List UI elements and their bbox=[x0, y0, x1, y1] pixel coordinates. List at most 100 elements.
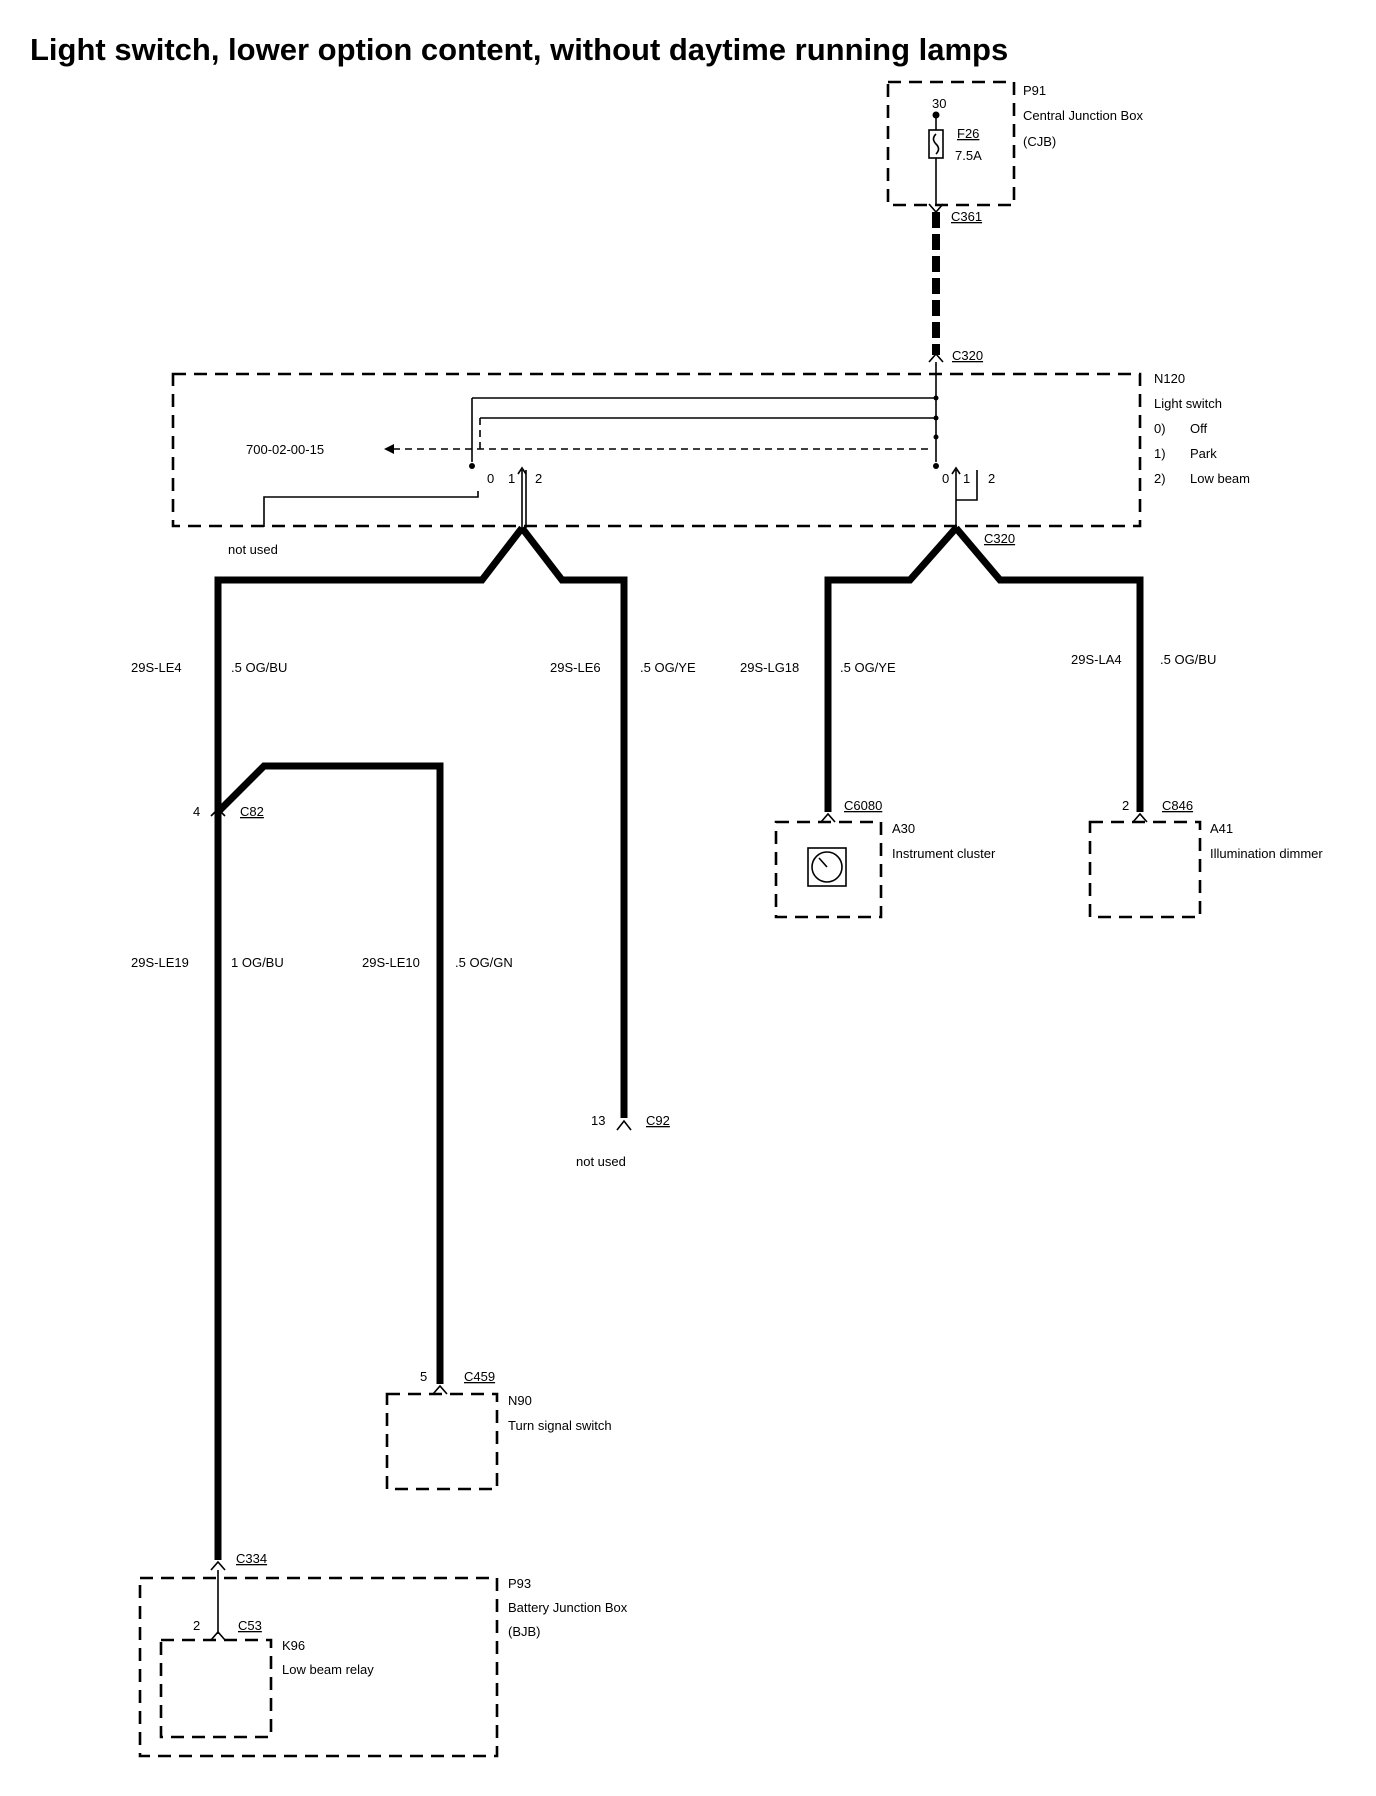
position-2-label: Low beam bbox=[1190, 471, 1250, 486]
right-contact-1-arrow-icon bbox=[951, 466, 961, 475]
switch-junction-2 bbox=[933, 415, 939, 421]
wire-le6-spec: .5 OG/YE bbox=[640, 660, 696, 675]
a41-id: A41 bbox=[1210, 821, 1233, 836]
a30-id: A30 bbox=[892, 821, 915, 836]
switch-junction-3 bbox=[933, 434, 939, 440]
position-0-label: Off bbox=[1190, 421, 1207, 436]
n90-name: Turn signal switch bbox=[508, 1418, 612, 1433]
harness-wires bbox=[214, 525, 1144, 1560]
c53-pin: 2 bbox=[193, 1618, 200, 1633]
c92-pin-icon bbox=[616, 1119, 632, 1131]
c82-connector-label: C82 bbox=[240, 804, 264, 819]
gauge-frame-icon bbox=[807, 847, 847, 887]
cjb-id: P91 bbox=[1023, 83, 1046, 98]
fuse-id: F26 bbox=[957, 126, 979, 141]
reference-label: 700-02-00-15 bbox=[246, 442, 324, 457]
light-switch-id: N120 bbox=[1154, 371, 1185, 386]
reference-arrow-head-icon bbox=[384, 444, 394, 454]
wire-le19-spec: 1 OG/BU bbox=[231, 955, 284, 970]
n90-id: N90 bbox=[508, 1393, 532, 1408]
wire-lg18-circuit: 29S-LG18 bbox=[740, 660, 799, 675]
right-contact-0-node bbox=[933, 463, 939, 469]
a41-name: Illumination dimmer bbox=[1210, 846, 1323, 861]
turn-signal-switch: 5 C459 N90 Turn signal switch bbox=[385, 1369, 612, 1491]
wire-29s-le10 bbox=[215, 762, 444, 1384]
not-used-lead bbox=[263, 491, 479, 527]
c320-top-connector-label: C320 bbox=[952, 348, 983, 363]
gauge-needle-icon bbox=[818, 857, 828, 868]
relay-id: K96 bbox=[282, 1638, 305, 1653]
battery-junction-box: C334 P93 Battery Junction Box (BJB) 2 C5… bbox=[138, 1551, 628, 1758]
c334-pin-icon bbox=[210, 1560, 226, 1571]
bjb-box bbox=[138, 1576, 499, 1758]
position-2-num: 2) bbox=[1154, 471, 1166, 486]
not-used-label: not used bbox=[228, 542, 278, 557]
a41-box bbox=[1088, 820, 1202, 919]
c459-pin-icon bbox=[432, 1384, 448, 1395]
bjb-name: Battery Junction Box bbox=[508, 1600, 628, 1615]
c459-connector-label: C459 bbox=[464, 1369, 495, 1384]
light-switch-name: Light switch bbox=[1154, 396, 1222, 411]
n90-box bbox=[385, 1392, 499, 1491]
c334-connector-label: C334 bbox=[236, 1551, 267, 1566]
illumination-dimmer: 2 C846 A41 Illumination dimmer bbox=[1088, 798, 1323, 919]
a30-name: Instrument cluster bbox=[892, 846, 996, 861]
a30-box bbox=[774, 820, 883, 919]
c459-pin: 5 bbox=[420, 1369, 427, 1384]
c53-connector-label: C53 bbox=[238, 1618, 262, 1633]
c92-note: not used bbox=[576, 1154, 626, 1169]
relay-name: Low beam relay bbox=[282, 1662, 374, 1677]
wire-29s-le4 bbox=[214, 525, 525, 812]
light-switch: N120 Light switch 0) Off 1) Park 2) Low … bbox=[171, 362, 1250, 557]
right-contact-1: 1 bbox=[963, 471, 970, 486]
switch-junction-1 bbox=[933, 395, 939, 401]
right-contact-2-bridge bbox=[956, 470, 978, 501]
wire-le10-circuit: 29S-LE10 bbox=[362, 955, 420, 970]
c6080-pin-icon bbox=[820, 812, 836, 823]
fuse-rating: 7.5A bbox=[955, 148, 982, 163]
c846-pin: 2 bbox=[1122, 798, 1129, 813]
bjb-abbr: (BJB) bbox=[508, 1624, 541, 1639]
c846-connector-label: C846 bbox=[1162, 798, 1193, 813]
c82-pin: 4 bbox=[193, 804, 200, 819]
relay-box bbox=[159, 1638, 273, 1739]
wire-29s-le6 bbox=[519, 525, 628, 1118]
right-contact-2: 2 bbox=[988, 471, 995, 486]
wire-le10-spec: .5 OG/GN bbox=[455, 955, 513, 970]
wire-le19-circuit: 29S-LE19 bbox=[131, 955, 189, 970]
c846-pin-icon bbox=[1132, 812, 1148, 823]
c361-connector-label: C361 bbox=[951, 209, 982, 224]
wire-29s-lg18 bbox=[824, 525, 959, 812]
light-switch-box bbox=[171, 372, 1142, 528]
wire-lg18-spec: .5 OG/YE bbox=[840, 660, 896, 675]
c320-bottom-connector-label: C320 bbox=[984, 531, 1015, 546]
c6080-connector-label: C6080 bbox=[844, 798, 882, 813]
left-contact-0-node bbox=[469, 463, 475, 469]
c92-pin: 13 bbox=[591, 1113, 605, 1128]
instrument-cluster: C6080 A30 Instrument cluster bbox=[774, 798, 996, 919]
bjb-id: P93 bbox=[508, 1576, 531, 1591]
c92-connector-label: C92 bbox=[646, 1113, 670, 1128]
diagram-title: Light switch, lower option content, with… bbox=[30, 32, 1008, 67]
left-contact-2: 2 bbox=[535, 471, 542, 486]
cjb-name: Central Junction Box bbox=[1023, 108, 1143, 123]
c320-top-pin-icon bbox=[928, 352, 944, 363]
left-contact-1: 1 bbox=[508, 471, 515, 486]
wire-la4-circuit: 29S-LA4 bbox=[1071, 652, 1122, 667]
c82-pin-icon bbox=[210, 807, 226, 817]
wire-le4-spec: .5 OG/BU bbox=[231, 660, 287, 675]
c53-pin-icon bbox=[210, 1630, 226, 1641]
gauge-icon bbox=[811, 851, 843, 883]
wire-la4-spec: .5 OG/BU bbox=[1160, 652, 1216, 667]
position-1-label: Park bbox=[1190, 446, 1217, 461]
cjb-pin: 30 bbox=[932, 96, 946, 111]
cjb-box bbox=[886, 80, 1016, 207]
central-junction-box: P91 Central Junction Box (CJB) 30 F26 7.… bbox=[886, 80, 1143, 224]
position-0-num: 0) bbox=[1154, 421, 1166, 436]
wire-le6-circuit: 29S-LE6 bbox=[550, 660, 601, 675]
left-contact-0: 0 bbox=[487, 471, 494, 486]
left-contact-1-arrow-icon bbox=[517, 466, 527, 475]
right-contact-0: 0 bbox=[942, 471, 949, 486]
cjb-abbr: (CJB) bbox=[1023, 134, 1056, 149]
